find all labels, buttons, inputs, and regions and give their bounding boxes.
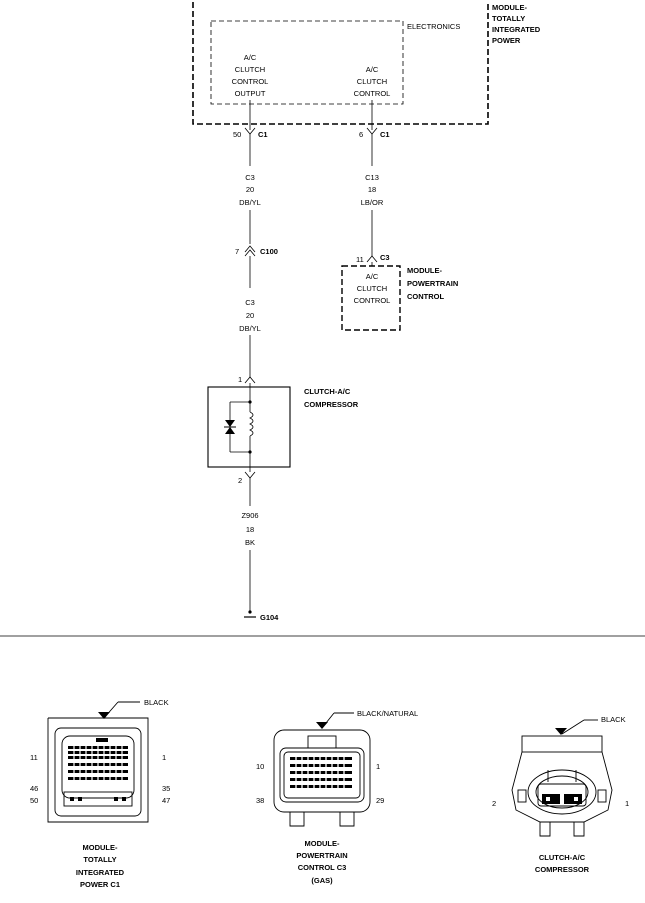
right-pins: 6 C1 C13 18 LB/OR 11 C3 — [356, 130, 390, 264]
svg-text:A/C: A/C — [244, 53, 257, 62]
tipm-pin-1: 1 — [162, 753, 166, 762]
conn-c3: C3 — [380, 253, 390, 262]
tipm-pin-35: 35 — [162, 784, 170, 793]
tipm-label-2: TOTALLY — [492, 14, 525, 23]
svg-text:CLUTCH: CLUTCH — [357, 77, 387, 86]
compressor-connector: BLACK 2 1 CLUTCH-A/C COMPRESSOR — [492, 715, 629, 874]
svg-text:A/C: A/C — [366, 65, 379, 74]
tipm-label-1: MODULE- — [492, 3, 527, 12]
wire-left-upper-color: DB/YL — [239, 198, 261, 207]
pcm-pin-29: 29 — [376, 796, 384, 805]
svg-text:CLUTCH: CLUTCH — [357, 284, 387, 293]
left-circuit — [244, 100, 256, 618]
compressor-clutch: CLUTCH-A/C COMPRESSOR — [207, 386, 359, 468]
pcm-pin-grid — [290, 757, 352, 788]
tipm-pin-11: 11 — [30, 753, 38, 762]
comp-conn-color: BLACK — [601, 715, 626, 724]
ground-g104: G104 — [260, 613, 279, 622]
svg-text:OUTPUT: OUTPUT — [235, 89, 266, 98]
right-circuit — [366, 100, 378, 266]
tipm-c1-connector: BLACK 11 1 46 35 50 47 MODULE- TOTALLY I… — [30, 698, 170, 889]
pin-comp-2: 2 — [238, 476, 242, 485]
wire-right-color: LB/OR — [361, 198, 384, 207]
tipm-module: MODULE- TOTALLY INTEGRATED POWER — [192, 2, 541, 125]
compressor-label-1: CLUTCH-A/C — [304, 387, 351, 396]
pcm-pin-10: 10 — [256, 762, 264, 771]
svg-text:CLUTCH-A/C: CLUTCH-A/C — [539, 853, 586, 862]
wire-ground-gauge: 18 — [246, 525, 254, 534]
svg-text:CONTROL: CONTROL — [232, 77, 269, 86]
wire-ground-color: BK — [245, 538, 255, 547]
pin-6: 6 — [359, 130, 363, 139]
pcm-label-1: MODULE- — [407, 266, 442, 275]
pcm-label-3: CONTROL — [407, 292, 444, 301]
tipm-label-3: INTEGRATED — [492, 25, 541, 34]
pin-11: 11 — [356, 255, 364, 264]
svg-text:INTEGRATED: INTEGRATED — [76, 868, 125, 877]
pin-50: 50 — [233, 130, 241, 139]
pcm-conn-color: BLACK/NATURAL — [357, 709, 418, 718]
pin-comp-1: 1 — [238, 375, 242, 384]
svg-text:MODULE-: MODULE- — [305, 839, 340, 848]
wire-ground-circuit: Z906 — [241, 511, 258, 520]
control-label: A/C CLUTCH CONTROL — [354, 65, 391, 98]
left-pins: 50 C1 C3 20 DB/YL 7 C100 C3 20 DB/YL 1 2… — [233, 130, 279, 622]
wire-left-upper-gauge: 20 — [246, 185, 254, 194]
ground-dot — [248, 610, 252, 614]
svg-text:COMPRESSOR: COMPRESSOR — [535, 865, 590, 874]
pcm-module: A/C CLUTCH CONTROL MODULE- POWERTRAIN CO… — [341, 265, 458, 331]
svg-text:CONTROL C3: CONTROL C3 — [298, 863, 347, 872]
conn-c1-left: C1 — [258, 130, 268, 139]
output-label: A/C CLUTCH CONTROL OUTPUT — [232, 53, 269, 98]
conn-c100: C100 — [260, 247, 278, 256]
comp-pin-1: 1 — [625, 799, 629, 808]
tipm-pin-46: 46 — [30, 784, 38, 793]
wire-right-gauge: 18 — [368, 185, 376, 194]
wire-left-upper-circuit: C3 — [245, 173, 255, 182]
svg-text:CONTROL: CONTROL — [354, 89, 391, 98]
svg-text:CONTROL: CONTROL — [354, 296, 391, 305]
svg-text:POWER C1: POWER C1 — [80, 880, 120, 889]
svg-text:A/C: A/C — [366, 272, 379, 281]
svg-text:CLUTCH: CLUTCH — [235, 65, 265, 74]
compressor-label-2: COMPRESSOR — [304, 400, 359, 409]
pcm-pin-1: 1 — [376, 762, 380, 771]
svg-text:MODULE-: MODULE- — [83, 843, 118, 852]
svg-text:TOTALLY: TOTALLY — [83, 855, 116, 864]
pin-7: 7 — [235, 247, 239, 256]
pcm-label-2: POWERTRAIN — [407, 279, 458, 288]
wire-left-lower-gauge: 20 — [246, 311, 254, 320]
tipm-conn-color: BLACK — [144, 698, 169, 707]
svg-text:POWERTRAIN: POWERTRAIN — [296, 851, 347, 860]
wire-right-circuit: C13 — [365, 173, 379, 182]
wire-left-lower-circuit: C3 — [245, 298, 255, 307]
pcm-c3-connector: BLACK/NATURAL 10 1 38 29 MODULE- POWERTR… — [256, 709, 418, 885]
electronics-label: ELECTRONICS — [407, 22, 460, 31]
svg-text:(GAS): (GAS) — [311, 876, 333, 885]
tipm-pin-47: 47 — [162, 796, 170, 805]
comp-pin-2: 2 — [492, 799, 496, 808]
tipm-pin-50: 50 — [30, 796, 38, 805]
tipm-label-4: POWER — [492, 36, 521, 45]
electronics-box: ELECTRONICS — [210, 20, 460, 105]
pcm-pin-38: 38 — [256, 796, 264, 805]
wire-left-lower-color: DB/YL — [239, 324, 261, 333]
conn-c1-right: C1 — [380, 130, 390, 139]
